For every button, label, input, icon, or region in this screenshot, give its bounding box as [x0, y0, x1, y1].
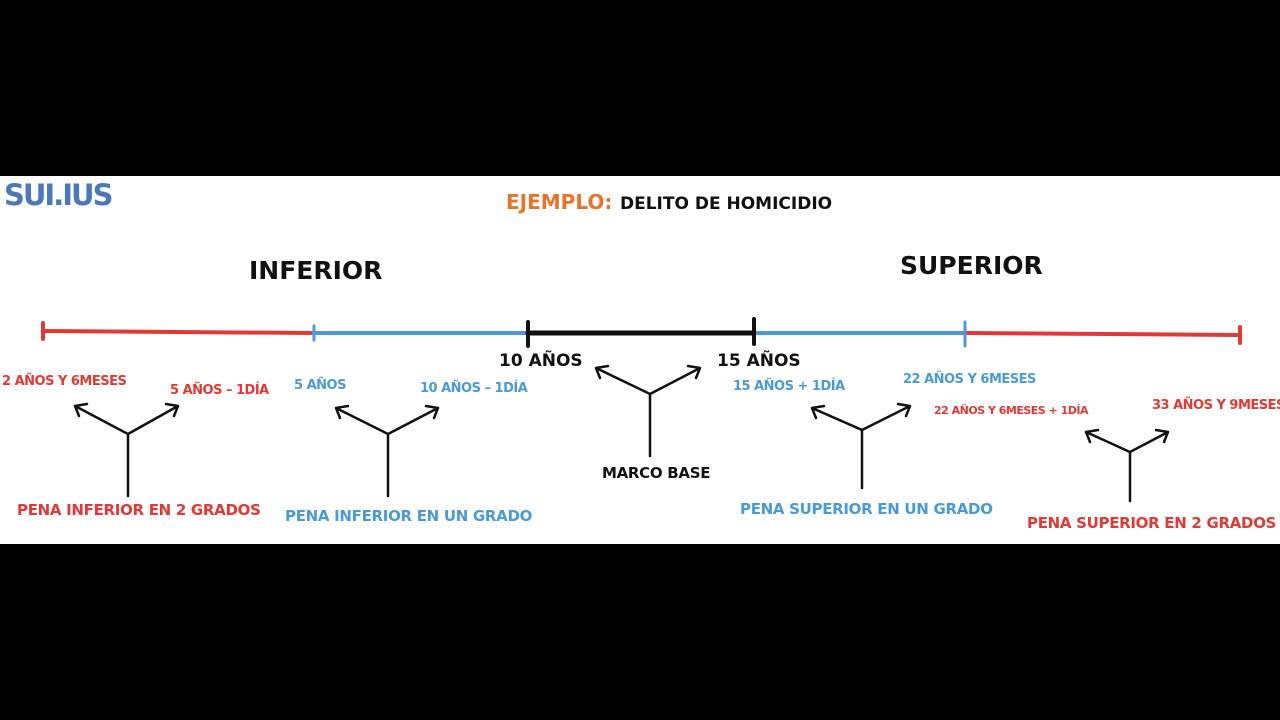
group-label: PENA INFERIOR EN 2 GRADOS — [17, 501, 261, 519]
range-max: 33 AÑOS Y 9MESES — [1152, 398, 1280, 413]
title-label: EJEMPLO: — [506, 190, 613, 214]
arrow-icon — [73, 402, 180, 498]
heading-inferior: INFERIOR — [249, 256, 383, 285]
range-min: 22 AÑOS Y 6MESES + 1DÍA — [934, 404, 1089, 417]
arrow-icon — [1084, 428, 1170, 503]
range-max: 10 AÑOS – 1DÍA — [420, 381, 528, 396]
range-min: 2 AÑOS Y 6MESES — [2, 374, 127, 389]
group-label: PENA SUPERIOR EN UN GRADO — [740, 500, 993, 518]
mark-10: 10 AÑOS — [499, 351, 583, 371]
heading-superior: SUPERIOR — [900, 251, 1043, 280]
arrow-icon — [810, 402, 912, 490]
range-min: 15 AÑOS + 1DÍA — [733, 379, 845, 394]
segment-inferior-2 — [41, 329, 316, 335]
group-label: PENA SUPERIOR EN 2 GRADOS — [1027, 514, 1277, 532]
range-min: 5 AÑOS — [294, 378, 346, 393]
range-max: 5 AÑOS – 1DÍA — [170, 383, 269, 398]
range-max: 22 AÑOS Y 6MESES — [903, 372, 1036, 387]
group-label: MARCO BASE — [602, 464, 711, 482]
mark-15: 15 AÑOS — [717, 351, 801, 371]
title-text: DELITO DE HOMICIDIO — [620, 194, 833, 214]
timeline — [41, 317, 1242, 348]
timeline-drawing — [41, 317, 1242, 503]
segment-superior-2 — [963, 331, 1242, 337]
diagram: SUI.IUS EJEMPLO: DELITO DE HOMICIDIO INF… — [0, 176, 1280, 544]
arrows — [73, 364, 1170, 503]
logo: SUI.IUS — [4, 178, 113, 212]
group-label: PENA INFERIOR EN UN GRADO — [285, 507, 533, 525]
arrow-icon — [594, 364, 702, 458]
arrow-icon — [334, 404, 440, 498]
